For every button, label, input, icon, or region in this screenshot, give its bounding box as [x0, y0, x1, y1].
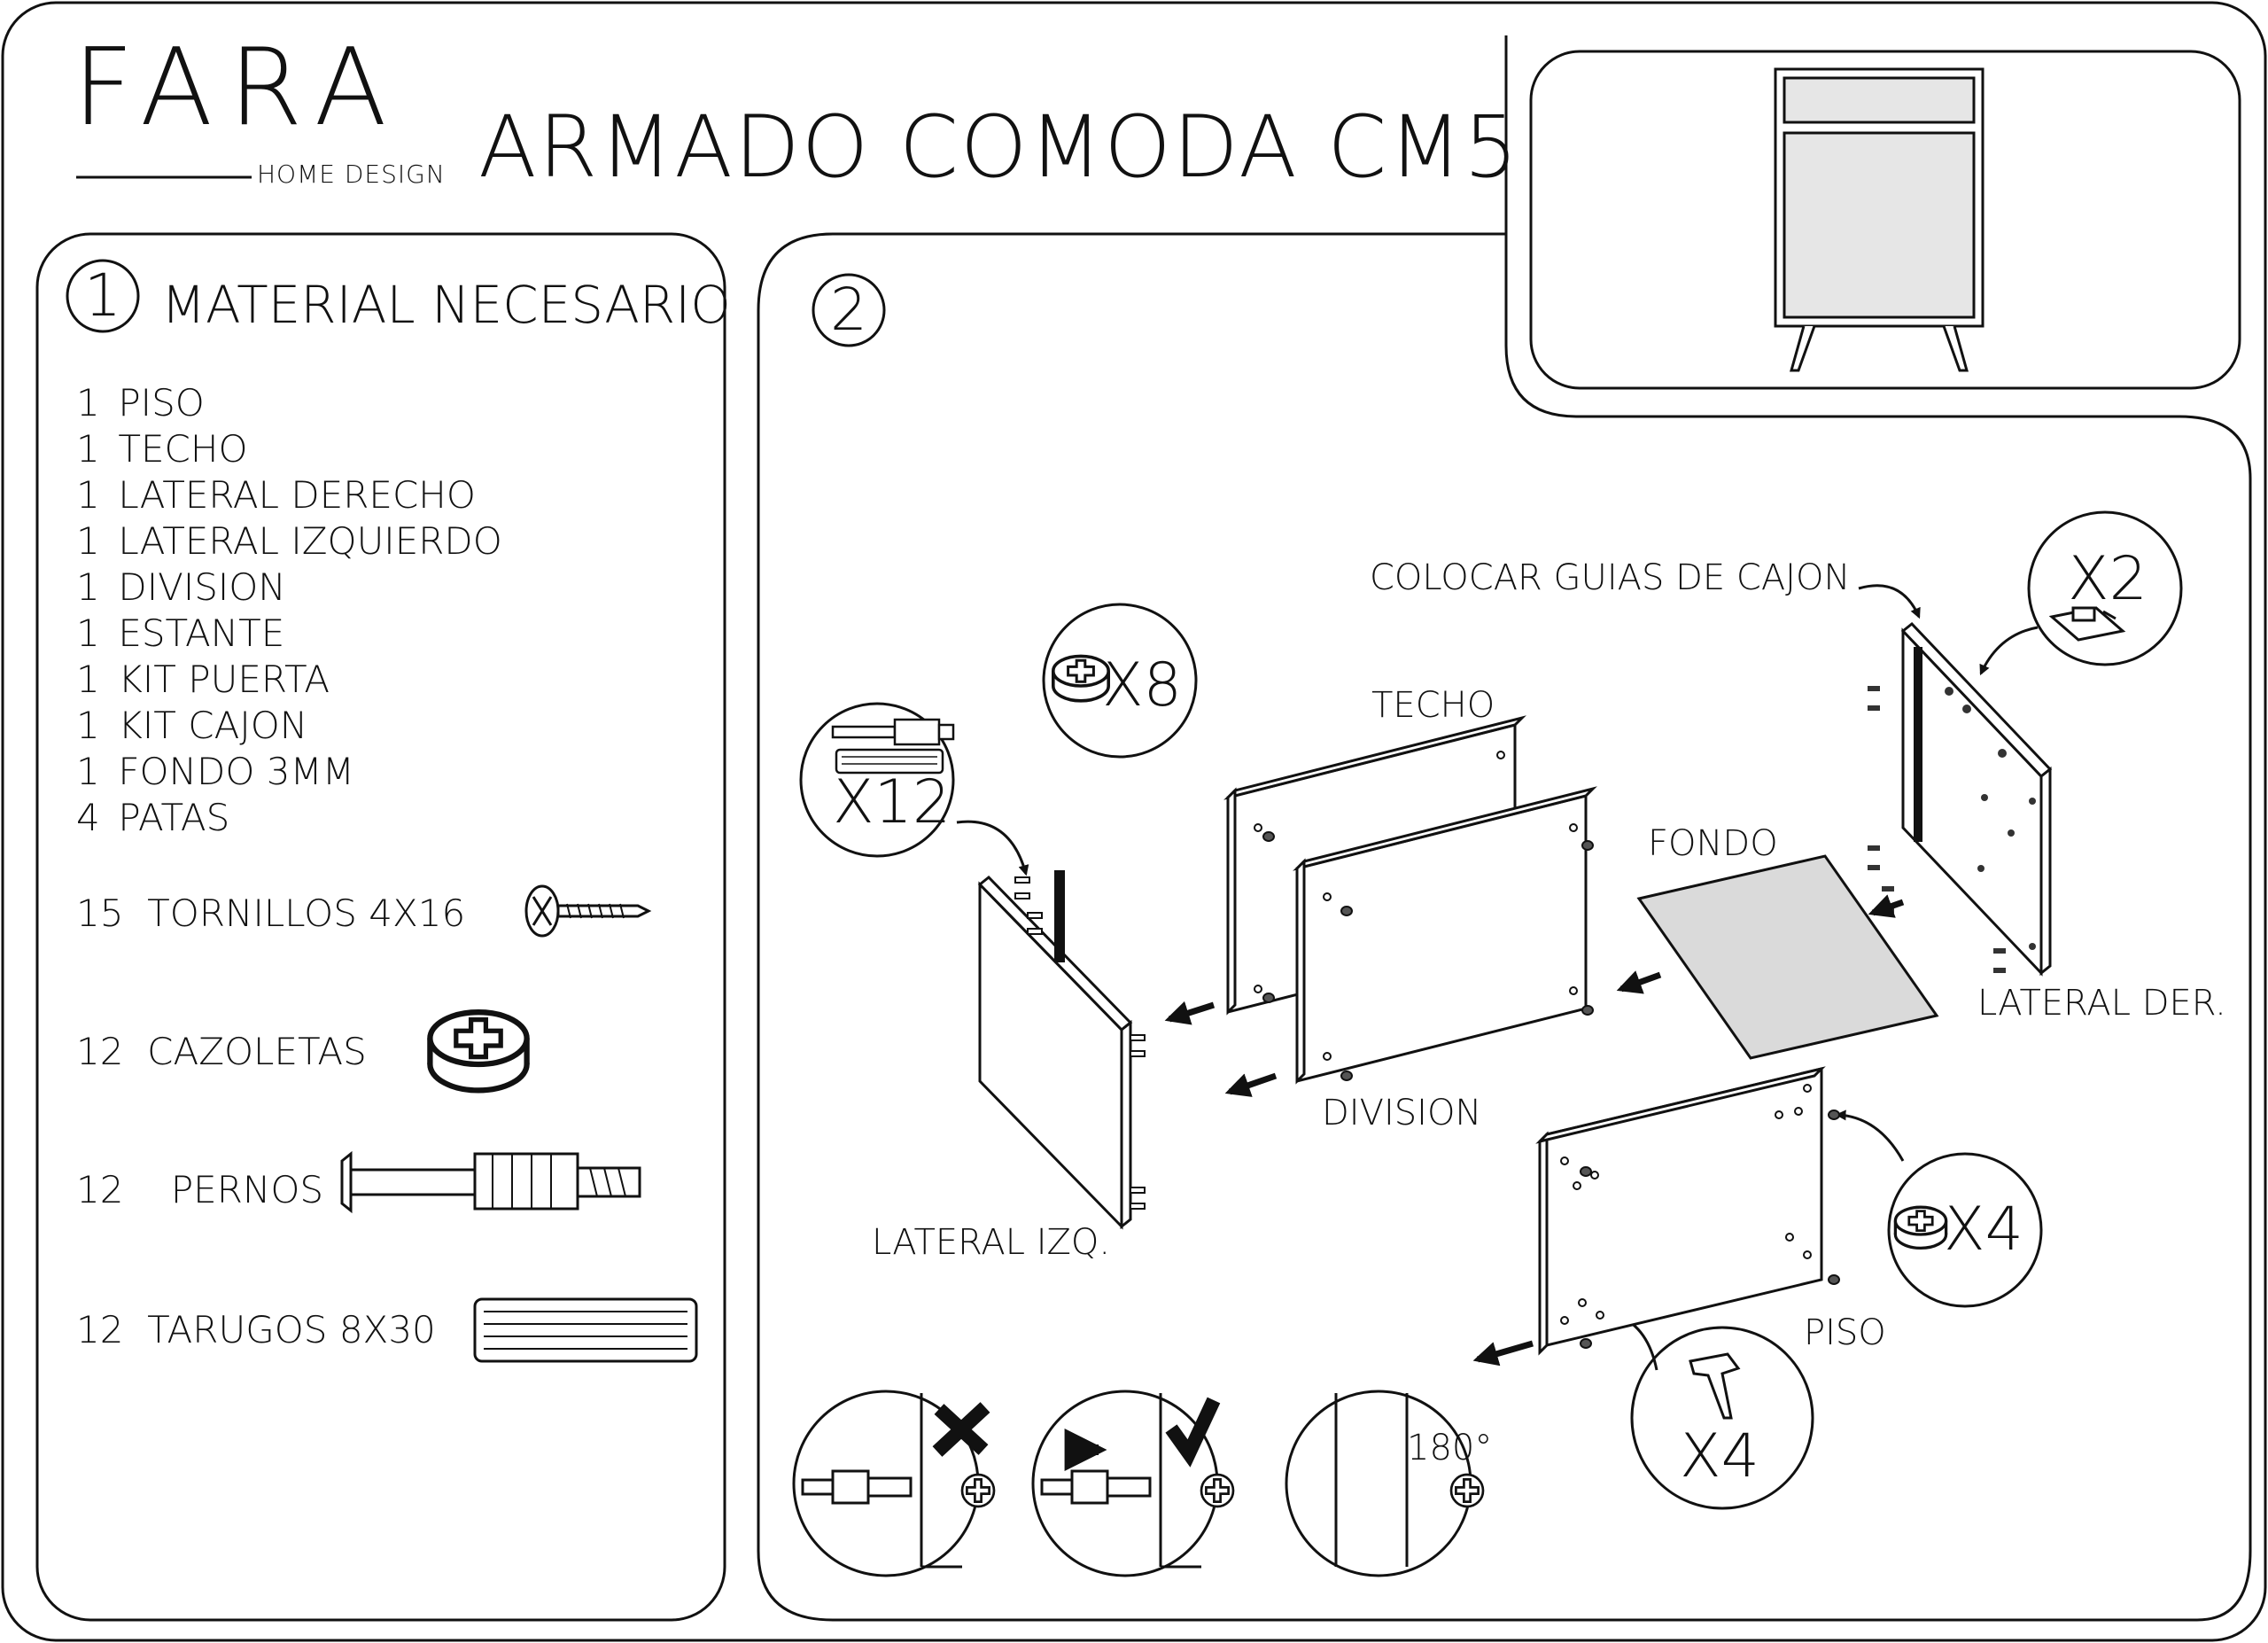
material-item: 1 PISO [76, 381, 205, 424]
section2-number-circle [812, 273, 886, 347]
division-holes [1262, 823, 1594, 1081]
bolt-x12-arrow [956, 820, 1029, 876]
cam-x8-icon [1052, 654, 1110, 703]
bolts-quantity: X12 [833, 767, 951, 837]
material-item: 1 LATERAL IZQUIERDO [76, 519, 502, 563]
cam-top-quantity: X8 [1102, 650, 1182, 720]
section1-number-circle [66, 259, 140, 333]
cabinet-preview [1774, 67, 1984, 372]
brand-logo: FARA [73, 27, 403, 150]
section2-number: 2 [830, 276, 867, 344]
legs-quantity: X4 [1680, 1421, 1759, 1491]
material-item: 1 KIT PUERTA [76, 658, 330, 701]
section1-title: MATERIAL NECESARIO [161, 275, 731, 335]
dowel-icon [473, 1297, 698, 1363]
hardware-item-pernos: 12 PERNOS [76, 1168, 324, 1211]
lateral-der-panel [1900, 621, 2053, 977]
screw-icon [524, 884, 652, 938]
detail-correct [1031, 1390, 1235, 1577]
label-lateral-der: LATERAL DER. [1977, 983, 2226, 1024]
guides-quantity: X2 [2068, 544, 2148, 614]
material-item: 1 KIT CAJON [76, 704, 308, 747]
material-item: 1 DIVISION [76, 565, 286, 609]
drawer-guide-icon [2048, 606, 2126, 642]
label-fondo: FONDO [1648, 823, 1778, 864]
cam-x4-callout [1887, 1152, 2043, 1308]
lateral-der-hardware [1868, 686, 2036, 973]
material-item: 4 PATAS [76, 796, 230, 839]
brand-subtitle: HOME DESIGN [257, 160, 446, 189]
section1-number: 1 [84, 261, 121, 330]
piso-holes [1560, 1084, 1840, 1349]
hardware-item-cazoletas: 12 CAZOLETAS [76, 1030, 367, 1073]
guides-x2-callout [2027, 510, 2183, 666]
lateral-izq-bolts [1014, 876, 1146, 1210]
guides-label-arrow [1858, 584, 1921, 619]
material-item: 1 LATERAL DERECHO [76, 473, 476, 517]
lateral-der-guide-strip [1914, 647, 1922, 842]
division-panel [1293, 786, 1597, 1085]
guides-x2-arrow [1979, 626, 2039, 676]
preview-box [1529, 50, 2241, 390]
cam-x4-icon [1893, 1205, 1948, 1250]
detail-rotate [1285, 1390, 1485, 1577]
detail-wrong [792, 1390, 996, 1577]
material-item: 1 TECHO [76, 427, 248, 471]
page-title: ARMADO COMODA CM5 [478, 97, 1520, 197]
hardware-item-tornillos: 15 TORNILLOS 4X16 [76, 892, 466, 935]
assembly-arrows [1164, 894, 1905, 1367]
section2-panel [757, 232, 2252, 1622]
piso-panel [1535, 1066, 1826, 1356]
label-lateral-izq: LATERAL IZQ. [872, 1222, 1111, 1263]
cam-piso-quantity: X4 [1944, 1195, 2023, 1265]
label-guias-cajon: COLOCAR GUIAS DE CAJON [1370, 557, 1851, 598]
material-item: 1 ESTANTE [76, 611, 285, 655]
leg-icon [1689, 1352, 1741, 1420]
label-division: DIVISION [1322, 1093, 1482, 1133]
label-techo: TECHO [1371, 685, 1495, 726]
label-rotation: 180° [1407, 1428, 1493, 1468]
cam-x8-callout [1042, 603, 1198, 759]
cam-lock-icon [430, 1012, 526, 1090]
material-item: 1 FONDO 3MM [76, 750, 354, 793]
fondo-panel [1636, 854, 1939, 1060]
legs-x4-callout [1630, 1326, 1814, 1510]
section1-panel [35, 232, 726, 1622]
hardware-item-tarugos: 12 TARUGOS 8X30 [76, 1308, 436, 1351]
bolt-x12-icon [831, 718, 955, 775]
label-piso: PISO [1804, 1312, 1886, 1353]
preview-outline [1504, 35, 2252, 479]
cam-bolt-icon [340, 1150, 641, 1214]
cam-x4-arrow [1835, 1110, 1905, 1162]
lateral-izq-guide-strip [1054, 870, 1065, 962]
bolt-x12-callout [799, 702, 955, 858]
